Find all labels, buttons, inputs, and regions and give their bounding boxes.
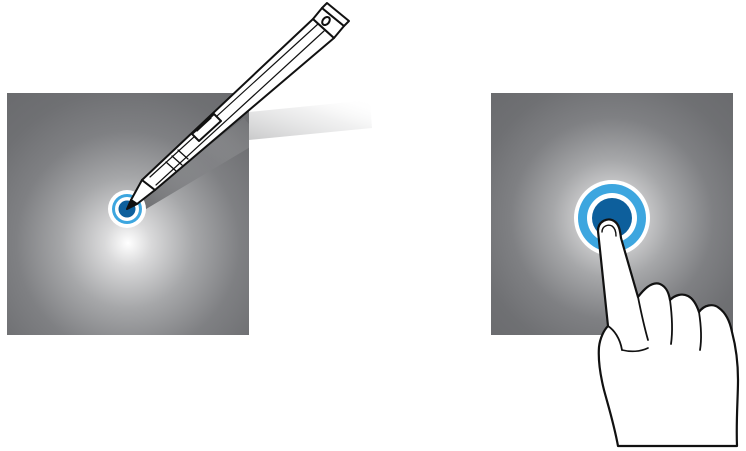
stylus-shadow-extension [249,100,372,140]
finger-tap-icon [598,219,738,446]
